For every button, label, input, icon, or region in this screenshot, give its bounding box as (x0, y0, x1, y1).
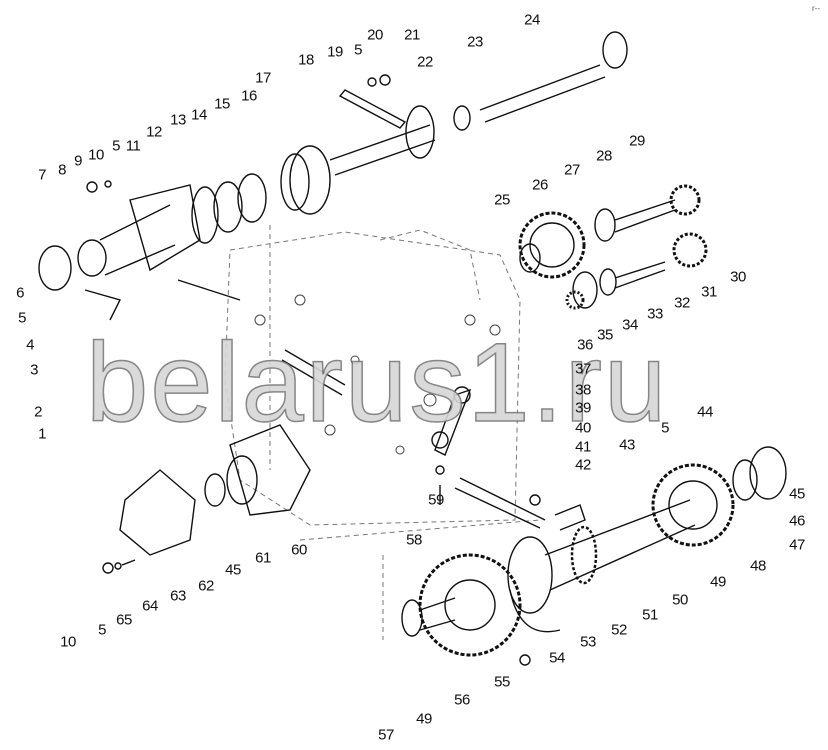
part-label: 12 (146, 123, 162, 141)
part-label: 5 (18, 309, 26, 327)
part-label: 17 (255, 69, 271, 87)
part-label: 2 (34, 403, 42, 421)
part-label: 55 (494, 673, 510, 691)
part-label: 53 (580, 633, 596, 651)
part-label: 60 (291, 541, 307, 559)
part-label: 24 (524, 11, 540, 29)
part-label: 36 (577, 336, 593, 354)
part-label: 1 (38, 425, 46, 443)
part-label: 49 (416, 710, 432, 728)
part-label: 19 (327, 43, 343, 61)
part-label: 44 (697, 403, 713, 421)
part-label: 50 (672, 591, 688, 609)
left-cover-assembly (38, 173, 267, 321)
part-label: 27 (564, 161, 580, 179)
part-label: 20 (367, 26, 383, 44)
part-label: 40 (575, 419, 591, 437)
part-label: 45 (225, 561, 241, 579)
housing-bolt-holes (254, 294, 501, 455)
part-label: 26 (532, 176, 548, 194)
part-label: 54 (549, 649, 565, 667)
part-label: 6 (16, 284, 24, 302)
part-label: 33 (647, 305, 663, 323)
part-label: 32 (674, 294, 690, 312)
part-label: 11 (125, 137, 141, 155)
part-label: 51 (642, 606, 658, 624)
part-label: 46 (789, 512, 805, 530)
part-label: 14 (191, 106, 207, 124)
part-label: 31 (701, 283, 717, 301)
part-label: 57 (378, 726, 394, 744)
part-label: 59 (428, 491, 444, 509)
part-label: 30 (730, 268, 746, 286)
part-label: 5 (98, 621, 106, 639)
part-label: 22 (417, 53, 433, 71)
part-label: 21 (404, 26, 420, 44)
part-label: 9 (74, 152, 82, 170)
part-label: 52 (611, 621, 627, 639)
part-label: 23 (467, 33, 483, 51)
part-label: 35 (597, 326, 613, 344)
part-label: 61 (255, 549, 271, 567)
part-label: 56 (454, 691, 470, 709)
part-label: 37 (575, 360, 591, 378)
part-label: 5 (112, 137, 120, 155)
part-label: 47 (789, 536, 805, 554)
part-label: 48 (750, 557, 766, 575)
part-label: 16 (241, 87, 257, 105)
gear-cluster-right (518, 184, 708, 310)
part-label: 42 (575, 456, 591, 474)
part-label: 38 (575, 381, 591, 399)
lower-left-cover-assembly (102, 279, 346, 574)
watermark-text: belarus1.ru (85, 319, 669, 446)
part-label: 8 (58, 161, 66, 179)
part-label: 41 (575, 438, 591, 456)
shift-lever (431, 386, 586, 531)
part-label: 10 (88, 146, 104, 164)
part-label: 29 (629, 132, 645, 150)
part-label: 7 (38, 166, 46, 184)
corner-mark: r-- (812, 4, 820, 13)
part-label: 62 (198, 577, 214, 595)
part-label: 15 (214, 95, 230, 113)
part-label: 65 (116, 611, 132, 629)
part-label: 4 (26, 336, 34, 354)
part-label: 13 (170, 111, 186, 129)
part-label: 5 (661, 419, 669, 437)
part-label: 5 (354, 41, 362, 59)
part-label: 63 (170, 587, 186, 605)
part-label: 18 (298, 51, 314, 69)
part-label: 58 (406, 531, 422, 549)
part-label: 43 (619, 436, 635, 454)
part-label: 45 (789, 485, 805, 503)
part-label: 10 (60, 633, 76, 651)
part-label: 3 (30, 361, 38, 379)
part-label: 64 (142, 597, 158, 615)
part-label: 49 (710, 573, 726, 591)
part-label: 39 (575, 399, 591, 417)
upper-shaft-assembly (280, 31, 628, 215)
part-label: 34 (622, 316, 638, 334)
lower-shaft-assembly (401, 446, 787, 666)
gearbox-housing (224, 225, 541, 640)
part-label: 25 (494, 191, 510, 209)
part-label: 28 (596, 147, 612, 165)
